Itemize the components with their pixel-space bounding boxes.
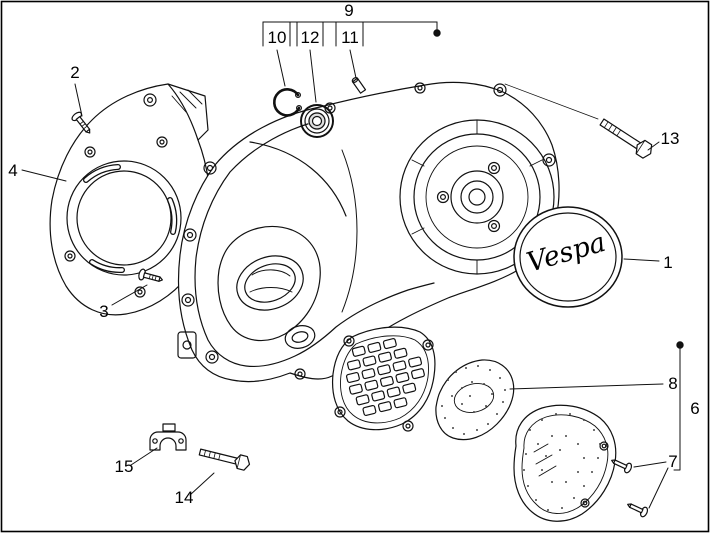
callout-12: 12 [301,28,320,47]
clamp-15-drawing [149,423,187,451]
intake-scoop-drawing [513,404,617,522]
circlip-drawing [272,88,303,117]
callout-9: 9 [344,1,353,20]
foam-filter-drawing [435,359,515,441]
callout-1: 1 [663,253,672,272]
bearing-drawing [300,104,334,138]
screw-7b-drawing [627,503,649,518]
leader-lines [21,21,684,509]
bolt-14-drawing [198,448,251,471]
callout-3: 3 [99,302,108,321]
scoop-stipple [523,413,601,511]
callout-6: 6 [690,399,699,418]
gasket-plate-drawing [49,83,212,316]
callout-10: 10 [268,28,287,47]
callout-15: 15 [115,457,134,476]
screw-3-drawing [138,268,163,282]
callout-labels: 1 2 3 4 6 7 8 9 10 11 12 13 14 15 [8,1,699,507]
callout-14: 14 [175,488,194,507]
air-grille-drawing [331,326,436,432]
callout-2: 2 [70,63,79,82]
callout-13: 13 [661,129,680,148]
screw-2-drawing [71,111,91,134]
foam-stipple [441,365,506,435]
vespa-cap-drawing: Vespa [513,206,623,308]
callout-7: 7 [668,452,677,471]
bolt-13-drawing [504,83,653,159]
screw-7a-drawing [611,459,633,474]
callout-8: 8 [668,374,677,393]
pin-drawing [351,77,367,94]
callout-4: 4 [8,161,17,180]
callout-11: 11 [341,28,359,47]
